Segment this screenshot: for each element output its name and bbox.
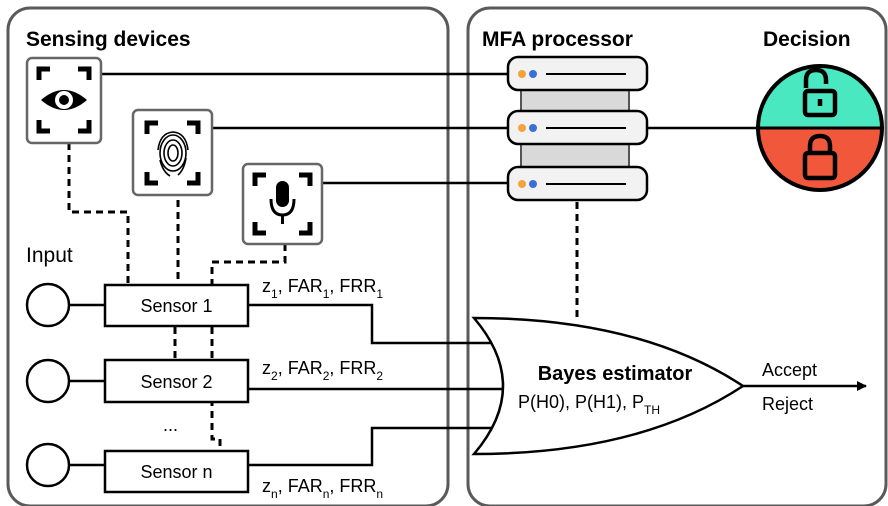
decision-title: Decision (763, 28, 851, 51)
server-unit-2 (506, 109, 649, 146)
signal-label-1: z1, FAR1, FRR1 (262, 276, 383, 301)
fingerprint-scan-icon (144, 120, 201, 186)
sensor-1: Sensor 1 (103, 283, 250, 328)
fingerprint-scan-device (131, 108, 214, 197)
input-circle-1 (25, 282, 71, 328)
input-circle-n (25, 442, 71, 488)
input-label: Input (26, 244, 73, 267)
server-unit-1 (506, 55, 649, 92)
bayes-estimator: Bayes estimator P(H0), P(H1), PTH (471, 316, 746, 456)
lock-icon (802, 133, 838, 181)
server-unit-3 (506, 165, 649, 202)
sensor-n: Sensor n (103, 449, 250, 494)
sensing-devices-title: Sensing devices (26, 28, 191, 51)
sensor-2: Sensor 2 (103, 358, 250, 404)
signal-label-2: z2, FAR2, FRR2 (262, 358, 383, 383)
input-circle-2 (25, 358, 71, 404)
inputs: Input (25, 244, 105, 488)
mfa-processor-title: MFA processor (482, 28, 633, 51)
bayes-estimator-params: P(H0), P(H1), PTH (518, 392, 660, 417)
sensor-output-lines (248, 303, 510, 467)
sensor-2-label: Sensor 2 (140, 372, 212, 392)
reject-label: Reject (762, 394, 813, 414)
sensor-n-label: Sensor n (140, 462, 212, 482)
server-stack (506, 55, 649, 202)
device-server-links (101, 72, 760, 185)
accept-label: Accept (762, 360, 817, 380)
bayes-estimator-title: Bayes estimator (538, 363, 693, 385)
sensor-1-label: Sensor 1 (140, 296, 212, 316)
decision-lock (756, 64, 884, 192)
eye-scan-device (25, 56, 103, 145)
dashed-links (67, 143, 579, 451)
eye-scan-icon (36, 66, 92, 134)
signal-label-n: zn, FARn, FRRn (262, 476, 383, 501)
microphone-scan-icon (252, 172, 313, 236)
microphone-scan-device (241, 162, 324, 246)
sensor-ellipsis: ... (163, 415, 178, 435)
unlock-icon (802, 67, 838, 118)
